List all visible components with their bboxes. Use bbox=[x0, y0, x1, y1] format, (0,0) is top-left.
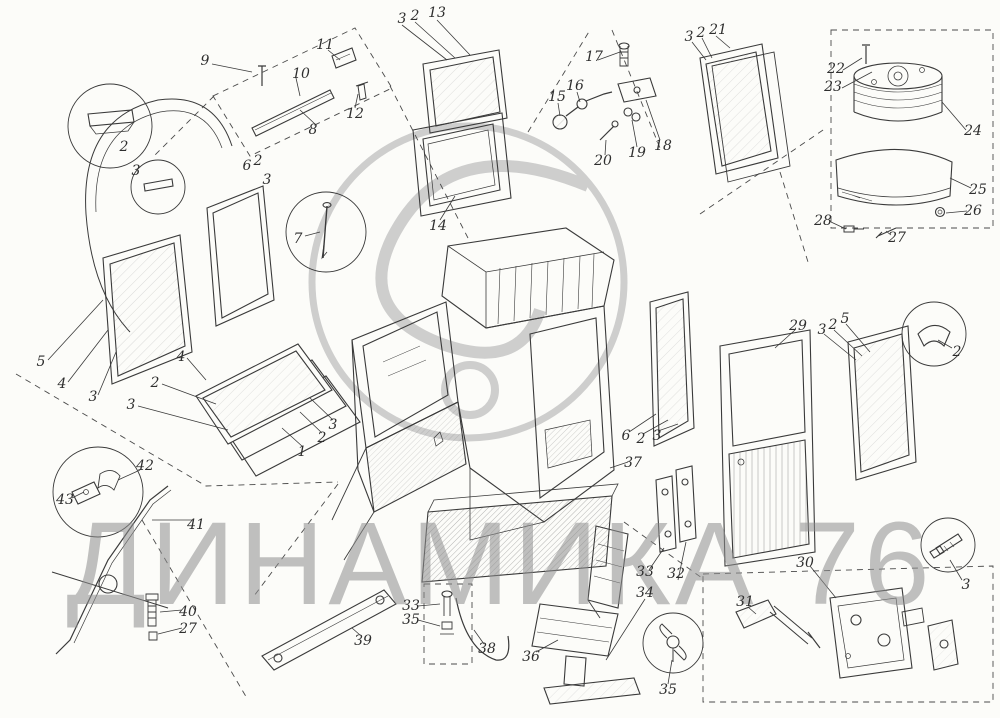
cab-assembly bbox=[331, 227, 619, 583]
part-hinge bbox=[655, 465, 697, 553]
callout-circle-handle bbox=[67, 83, 153, 169]
part-side-glass-right bbox=[847, 325, 917, 481]
callout-circle-strip bbox=[130, 159, 186, 215]
callout-circle-bolt bbox=[920, 517, 976, 573]
part-roof-frame bbox=[412, 112, 512, 217]
part-bolt-nut-hook bbox=[440, 590, 510, 661]
part-windshield-glass-left bbox=[102, 234, 193, 385]
part-wiper-motor-kit bbox=[552, 42, 657, 141]
part-door bbox=[719, 329, 816, 567]
drawing-lines bbox=[51, 42, 976, 705]
part-rear-glass-top-right bbox=[699, 43, 791, 183]
part-door-lock bbox=[829, 587, 959, 679]
callout-circle-wing-nut bbox=[642, 612, 704, 674]
leader-lines bbox=[47, 19, 972, 685]
part-seat bbox=[531, 525, 641, 705]
part-wiper-arm-kit bbox=[251, 47, 369, 137]
part-air-cleaner-group bbox=[835, 44, 953, 239]
callout-circle-seal-corner bbox=[901, 301, 967, 367]
part-rear-window bbox=[649, 291, 695, 447]
part-lever bbox=[261, 589, 397, 671]
part-roof-glass bbox=[422, 49, 508, 134]
part-window-frame-left bbox=[206, 185, 275, 327]
part-mirror-bracket-group bbox=[51, 446, 172, 655]
callout-circle-pin bbox=[285, 191, 367, 273]
part-hatch-glass-stack bbox=[195, 343, 361, 477]
